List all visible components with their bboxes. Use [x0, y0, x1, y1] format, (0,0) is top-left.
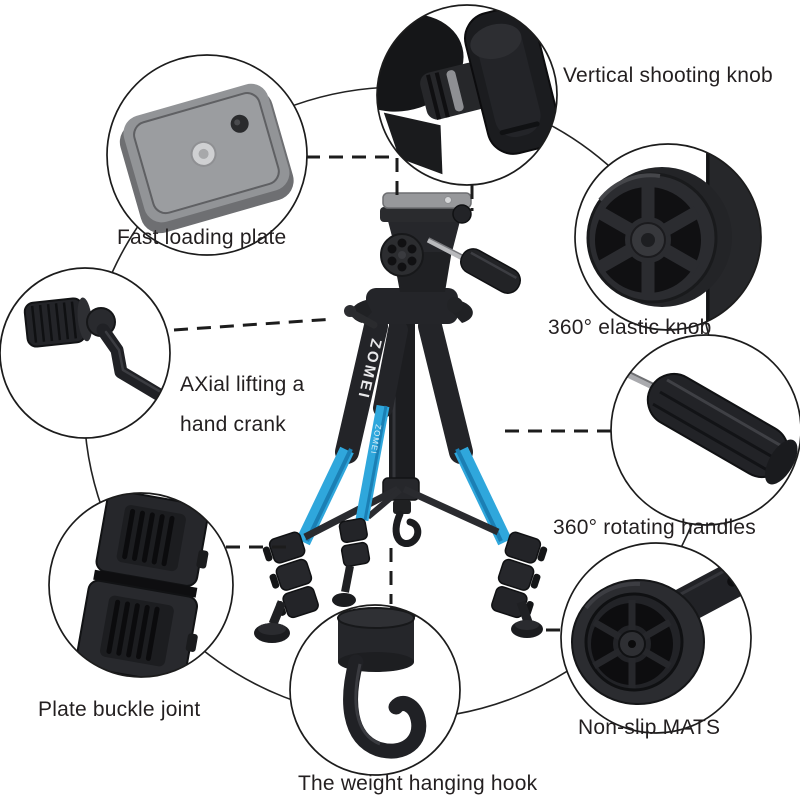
left-leg-flip-locks: [262, 531, 319, 619]
tripod-photo: ZOMEI: [254, 192, 548, 643]
front-foot: [332, 593, 356, 607]
column-hook: [392, 510, 422, 547]
inset-rotating-handles: [610, 334, 800, 526]
label-elastic-knob: 360° elastic knob: [548, 316, 712, 339]
label-axial-crank-line2: hand crank: [180, 413, 286, 436]
vertical-shooting-knob-photo: [377, 6, 557, 175]
pan-handle-on-head: [426, 237, 521, 294]
tripod-front-leg: ZOMEI: [332, 320, 408, 607]
label-vertical-shooting-knob: Vertical shooting knob: [563, 64, 773, 87]
label-rotating-handles: 360° rotating handles: [553, 516, 756, 539]
elastic-knob-photo: [586, 148, 761, 330]
weight-hook-photo: [337, 605, 427, 759]
inset-non-slip-mats: [560, 542, 752, 734]
axial-crank-photo: [23, 297, 170, 407]
label-axial-crank-line1: AXial lifting a: [180, 373, 305, 396]
pointer-axial-crank: [173, 317, 335, 332]
inset-elastic-knob: [574, 143, 762, 331]
fast-loading-plate-photo: [119, 83, 294, 234]
pointer-lines: [173, 155, 611, 632]
label-plate-buckle-joint: Plate buckle joint: [38, 698, 201, 721]
inset-axial-crank: [0, 267, 171, 439]
pointer-fast-loading-plate: [306, 155, 399, 195]
non-slip-mats-photo: [571, 545, 751, 705]
label-weight-hook: The weight hanging hook: [298, 772, 538, 795]
tripod-right-leg: [418, 314, 548, 638]
right-leg-flip-locks: [491, 531, 548, 619]
plate-buckle-joint-photo: [75, 493, 210, 677]
rotating-handles-photo: [616, 366, 798, 485]
inset-vertical-shooting-knob: [376, 4, 558, 186]
tripod-left-leg: ZOMEI: [254, 314, 388, 643]
elastic-knob-on-head: [380, 233, 424, 277]
tripod-pan-head: [344, 192, 521, 329]
label-fast-loading-plate: Fast loading plate: [117, 226, 287, 249]
inset-weight-hook: [289, 604, 461, 776]
inset-fast-loading-plate: [106, 54, 308, 256]
label-axial-crank: AXial lifting a hand crank: [180, 373, 304, 437]
inset-plate-buckle-joint: [48, 492, 234, 678]
vertical-knob-on-head: [452, 204, 472, 224]
label-non-slip-mats: Non-slip MATS: [578, 716, 721, 739]
tripod-struts: [303, 485, 500, 541]
